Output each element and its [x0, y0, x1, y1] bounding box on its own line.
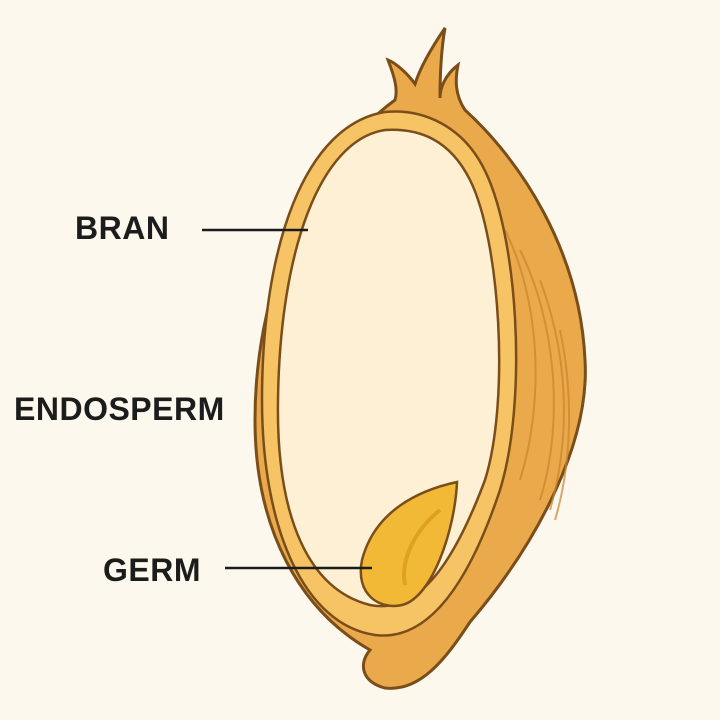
bran-texture-lines	[504, 229, 571, 521]
germ	[359, 480, 459, 608]
bran-label: BRAN	[75, 210, 170, 246]
endosperm-label: ENDOSPERM	[14, 391, 225, 427]
germ-label: GERM	[103, 552, 201, 588]
germ-highlight	[402, 508, 442, 586]
